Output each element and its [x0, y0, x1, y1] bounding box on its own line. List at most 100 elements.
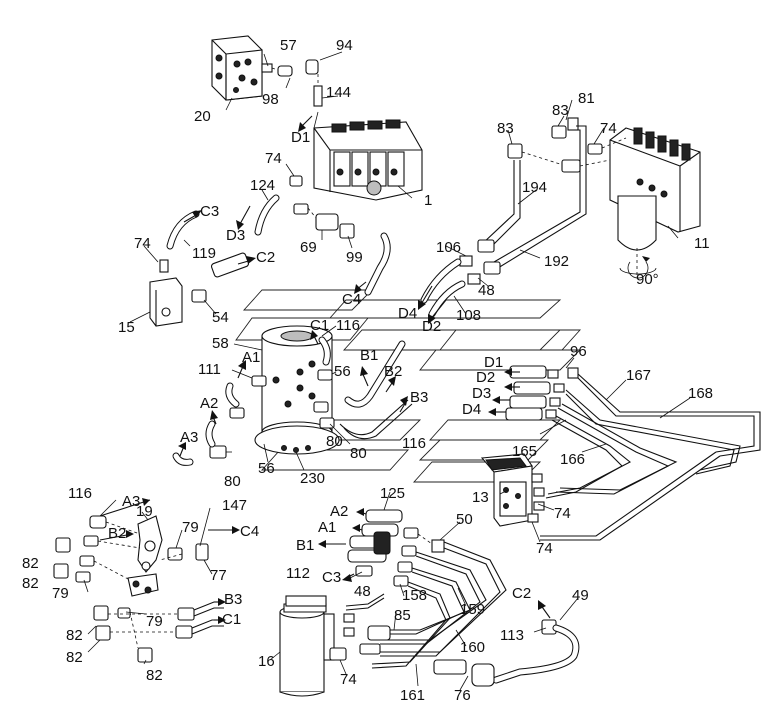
callout-c1-mid: C1	[310, 317, 329, 334]
callout-c1-l: C1	[222, 611, 241, 628]
control-valve-1	[313, 119, 423, 201]
callout-a2-b: A2	[330, 503, 348, 520]
callout-99: 99	[346, 249, 363, 266]
callout-a1-b: A1	[318, 519, 336, 536]
pipes-158-161	[345, 541, 507, 669]
return-hose	[433, 619, 580, 687]
callout-82d: 82	[66, 649, 83, 666]
callout-108: 108	[456, 307, 481, 324]
callout-82c: 82	[66, 627, 83, 644]
callout-168: 168	[688, 385, 713, 402]
callout-85: 85	[394, 607, 411, 624]
callout-113: 113	[500, 627, 524, 644]
callout-116b: 116	[402, 435, 426, 452]
callout-49: 49	[572, 587, 589, 604]
callout-74f: 74	[340, 671, 357, 688]
callout-54: 54	[212, 309, 229, 326]
callout-230: 230	[300, 470, 325, 487]
right-fittings-96	[505, 365, 579, 421]
callout-83a: 83	[497, 120, 514, 137]
pedal-valve-13	[480, 453, 545, 527]
callout-74d: 74	[554, 505, 571, 522]
callout-d2-r: D2	[476, 369, 495, 386]
callout-d2-mid: D2	[422, 318, 441, 335]
callout-13: 13	[472, 489, 489, 506]
callout-82b: 82	[22, 575, 39, 592]
callout-79b: 79	[52, 585, 69, 602]
callout-74c: 74	[134, 235, 151, 252]
callout-116a: 116	[336, 317, 360, 334]
callout-147: 147	[222, 497, 247, 514]
callout-a1-mid: A1	[242, 349, 260, 366]
callout-159: 159	[460, 601, 485, 618]
callout-c3-top: C3	[200, 203, 219, 220]
callout-144: 144	[326, 84, 351, 101]
hoses-125-112	[347, 509, 445, 587]
callout-192: 192	[544, 253, 569, 270]
bracket-19	[53, 515, 224, 663]
callout-82a: 82	[22, 555, 39, 572]
callout-b3-l: B3	[224, 591, 242, 608]
callout-79c: 79	[146, 613, 163, 630]
callout-111: 111	[198, 361, 221, 378]
callout-112: 112	[286, 565, 310, 582]
callout-57: 57	[280, 37, 297, 54]
callout-79a: 79	[182, 519, 199, 536]
valve-block-20	[211, 35, 323, 107]
tank-16	[279, 595, 391, 697]
callout-90deg: 90°	[636, 271, 659, 288]
callout-81: 81	[578, 90, 595, 107]
callout-16: 16	[258, 653, 275, 670]
callout-c4-l: C4	[240, 523, 259, 540]
callout-b3-mid: B3	[410, 389, 428, 406]
callout-80b: 80	[350, 445, 367, 462]
callout-80c: 80	[224, 473, 241, 490]
callout-b2-l: B2	[108, 525, 126, 542]
callout-56a: 56	[334, 363, 351, 380]
callout-167: 167	[626, 367, 651, 384]
callout-94: 94	[336, 37, 353, 54]
swivel-joint	[172, 325, 413, 466]
callout-b2-mid: B2	[384, 363, 402, 380]
callout-56b: 56	[258, 460, 275, 477]
callout-58: 58	[212, 335, 229, 352]
callout-74a: 74	[600, 120, 617, 137]
callout-116c: 116	[68, 485, 92, 502]
callout-77: 77	[210, 567, 227, 584]
callout-11: 11	[694, 235, 710, 252]
callout-d1-r: D1	[484, 354, 503, 371]
callout-80a: 80	[326, 433, 343, 450]
callout-160: 160	[460, 639, 485, 656]
callout-b1-b: B1	[296, 537, 314, 554]
callout-a2-mid: A2	[200, 395, 218, 412]
callout-119: 119	[192, 245, 216, 262]
callout-48b: 48	[354, 583, 371, 600]
callout-74e: 74	[536, 540, 553, 557]
manifold-11	[609, 127, 701, 276]
callout-b1-mid: B1	[360, 347, 378, 364]
callout-96: 96	[570, 343, 587, 360]
fittings-valve-ports	[289, 175, 355, 239]
callout-48a: 48	[478, 282, 495, 299]
callout-82e: 82	[146, 667, 163, 684]
callout-50: 50	[456, 511, 473, 528]
connection-arrows	[99, 115, 650, 624]
callout-d4-mid: D4	[398, 305, 417, 322]
callout-158: 158	[402, 587, 427, 604]
pipes-194-192	[459, 125, 587, 285]
callout-165: 165	[512, 443, 537, 460]
callout-15: 15	[118, 319, 135, 336]
callout-d4-r: D4	[462, 401, 481, 418]
callout-d3-top: D3	[226, 227, 245, 244]
callout-106: 106	[436, 239, 461, 256]
callout-194: 194	[522, 179, 547, 196]
callout-161: 161	[400, 687, 425, 704]
callout-c2-b: C2	[512, 585, 531, 602]
callout-69: 69	[300, 239, 317, 256]
callout-a3-mid: A3	[180, 429, 198, 446]
block-15	[149, 259, 207, 327]
callout-83b: 83	[552, 102, 569, 119]
callout-c2-top: C2	[256, 249, 275, 266]
